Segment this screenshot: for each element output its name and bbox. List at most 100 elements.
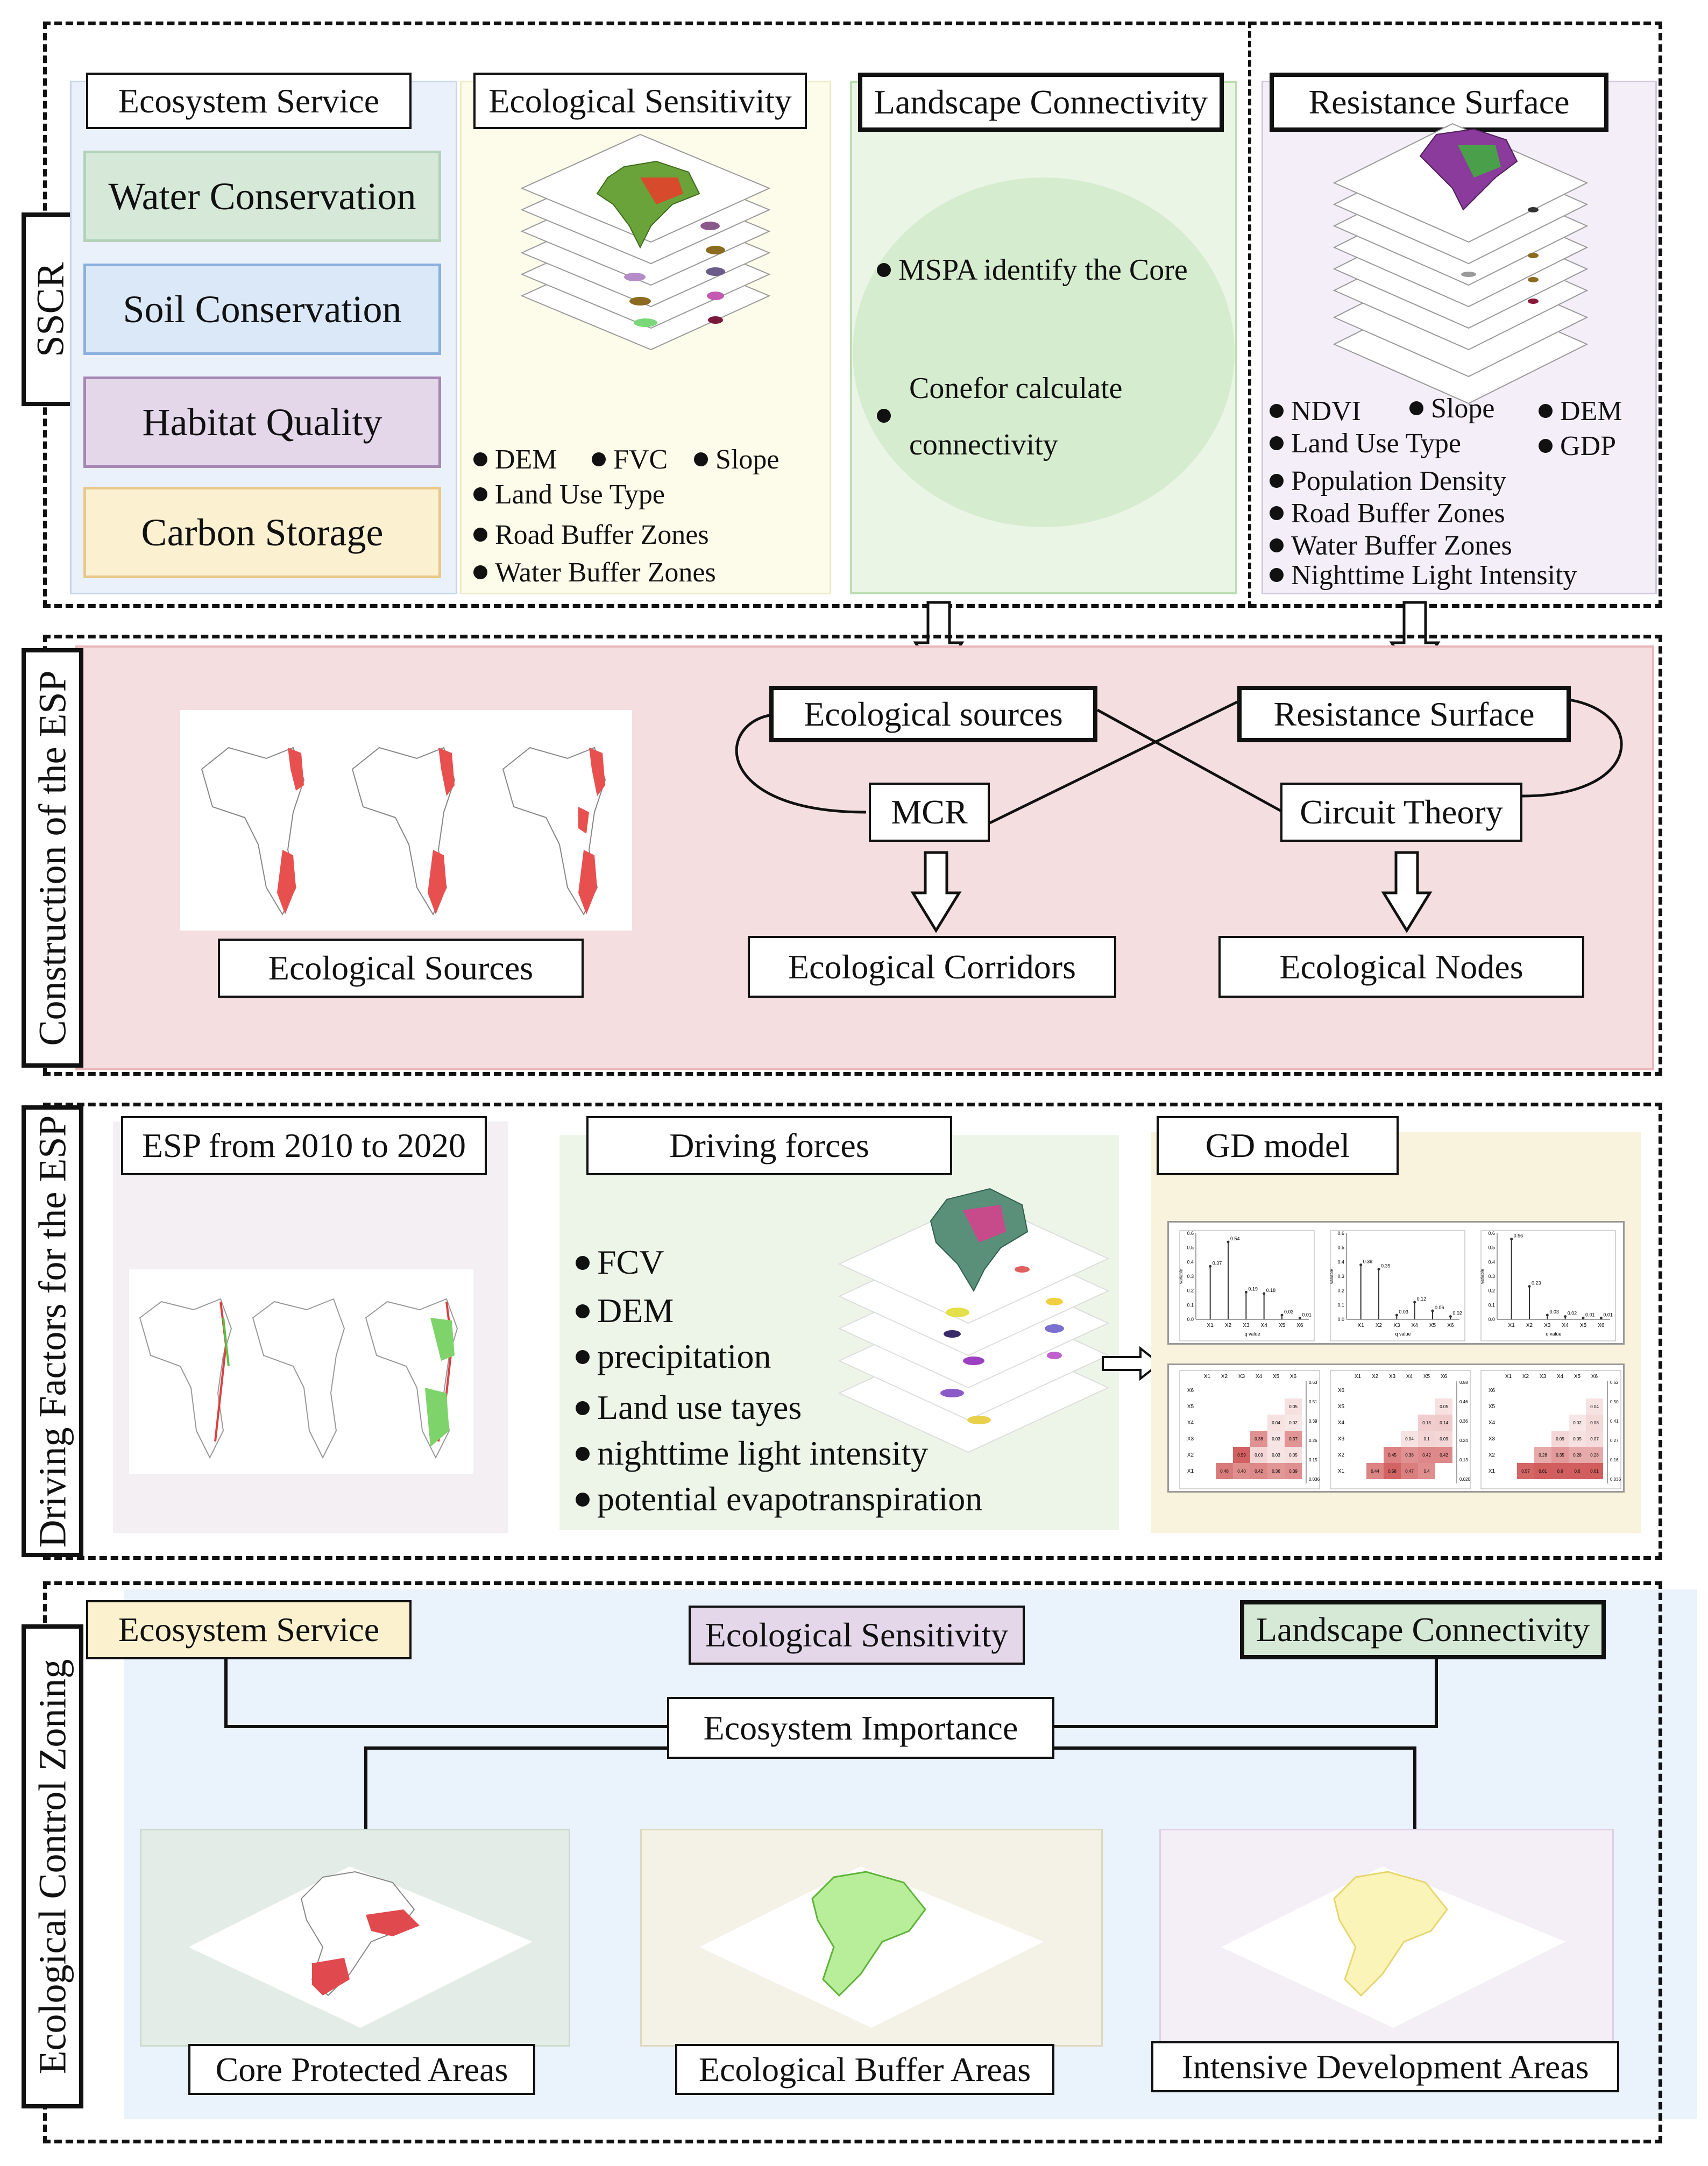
gd-matrix-cell-value: 0.04: [1272, 1421, 1280, 1425]
zone-ecological-buffer: Ecological Buffer Areas: [675, 2044, 1054, 2095]
gd-matrix-cell: [1401, 1431, 1418, 1447]
gd-bar-ytick: 0.5: [1488, 1245, 1495, 1251]
gd-matrix-cell: [1418, 1463, 1435, 1479]
gd-bar-value-label: 0.56: [1514, 1233, 1523, 1239]
gd-matrix-cell: [1551, 1447, 1569, 1463]
gd-matrix-cell: [1435, 1431, 1452, 1447]
sscr-divider: [1248, 22, 1251, 608]
ecological-sources-maps: [180, 710, 632, 931]
gd-matrix-cell: [1586, 1398, 1603, 1415]
gd-bar-point: [1227, 1240, 1230, 1244]
out-ecological-sources: Ecological Sources: [218, 939, 584, 998]
construction-loop-lines: [735, 698, 1623, 830]
gd-matrix-cell: [1250, 1431, 1267, 1447]
resistance-factor-nighttime: Nighttime Light Intensity: [1270, 559, 1577, 591]
gd-bar-xtick: X5: [1279, 1323, 1286, 1329]
gd-bar-ylabel: variable: [1329, 1268, 1334, 1284]
gd-matrix-cell-value: 0.42: [1255, 1469, 1263, 1474]
gd-bar-value-label: 0.18: [1266, 1288, 1276, 1293]
gd-matrix-cell-value: 0.40: [1237, 1469, 1246, 1474]
gd-matrix-cell: [1586, 1415, 1603, 1431]
gd-bar-value-label: 0.03: [1549, 1309, 1559, 1315]
gd-matrix-col-label: X3: [1389, 1374, 1396, 1380]
gd-matrix-cell-value: 0.6: [1574, 1469, 1581, 1474]
sensitivity-factor-water-buffer: Water Buffer Zones: [473, 557, 716, 588]
gd-bar-ytick: 0.0: [1337, 1317, 1344, 1322]
connectivity-item-mspa: MSPA identify the Core: [877, 253, 1188, 287]
resistance-factor-road-buffer: Road Buffer Zones: [1270, 498, 1505, 529]
gd-matrix-scale-label: 0.24: [1459, 1438, 1468, 1443]
gd-matrix-scale-label: 0.26: [1309, 1438, 1317, 1443]
landscape-connectivity-title: Landscape Connectivity: [858, 73, 1224, 132]
gd-matrix-cell: [1285, 1415, 1302, 1431]
gd-matrix-col-label: X6: [1591, 1374, 1598, 1380]
gd-matrix-col-label: X4: [1256, 1374, 1263, 1380]
gd-bar-ytick: 0.4: [1337, 1259, 1344, 1265]
gd-matrix-cell-value: 0.4: [1423, 1469, 1430, 1474]
gd-matrix-cell: [1233, 1463, 1250, 1479]
gd-matrix-cell-value: 0.04: [1405, 1437, 1414, 1441]
gd-bar-value-label: 0.03: [1399, 1309, 1408, 1315]
gd-matrix-cell-value: 0.59: [1237, 1453, 1246, 1458]
gd-matrix-cell: [1551, 1463, 1569, 1479]
box-circuit-theory: Circuit Theory: [1280, 783, 1522, 842]
water-conservation-item: Water Conservation: [83, 151, 441, 242]
zoning-ecosystem-service: Ecosystem Service: [86, 1600, 412, 1659]
gd-bar-xtick: X3: [1243, 1323, 1250, 1329]
gd-bar-value-label: 0.37: [1213, 1260, 1222, 1266]
gd-matrix-col-label: X4: [1557, 1374, 1564, 1380]
gd-matrix-cell-value: 0.47: [1405, 1469, 1414, 1474]
force-fcv: FCV: [576, 1242, 664, 1282]
gd-matrix-cell: [1586, 1431, 1603, 1447]
gd-bar-value-label: 0.12: [1417, 1296, 1427, 1302]
sensitivity-factor-land-use: Land Use Type: [473, 479, 665, 510]
driving-layer-stack: [838, 1188, 1110, 1453]
down-arrow-mcr: [910, 851, 962, 933]
gd-bar-xlabel: q value: [1546, 1331, 1561, 1337]
resistance-factor-dem: DEM: [1539, 395, 1622, 427]
gd-matrix-cell: [1366, 1463, 1384, 1479]
gd-matrix-cell: [1401, 1463, 1418, 1479]
gd-matrix-cell: [1267, 1463, 1285, 1479]
gd-matrix-cell: [1569, 1463, 1586, 1479]
gd-matrix-cell: [1586, 1447, 1603, 1463]
gd-matrix-cell-value: 0.42: [1440, 1453, 1448, 1458]
zone-intensive-development: Intensive Development Areas: [1151, 2041, 1619, 2092]
gd-matrix-cell: [1551, 1431, 1569, 1447]
gd-bar-value-label: 0.02: [1452, 1311, 1462, 1316]
gd-bar-value-label: 0.01: [1603, 1312, 1613, 1317]
gd-matrix-col-label: X1: [1505, 1374, 1512, 1380]
gd-matrix-cell: [1233, 1447, 1250, 1463]
gd-bar-xtick: X6: [1447, 1323, 1454, 1329]
gd-matrix-cell-value: 0.36: [1272, 1469, 1280, 1474]
gd-matrix-col-label: X3: [1238, 1374, 1245, 1380]
gd-matrix-scale-label: 0.50: [1610, 1400, 1619, 1404]
sensitivity-factor-dem: DEM: [473, 444, 557, 475]
ecological-sensitivity-title: Ecological Sensitivity: [473, 73, 807, 129]
gd-bar-ytick: 0.2: [1337, 1288, 1344, 1294]
gd-bar-point: [1395, 1313, 1398, 1317]
gd-matrix-row-label: X6: [1489, 1388, 1496, 1394]
gd-bar-xtick: X2: [1526, 1323, 1533, 1329]
gd-bar-ytick: 0.5: [1187, 1245, 1194, 1251]
gd-matrix-cell-value: 0.03: [1272, 1453, 1280, 1458]
gd-matrix-cell-value: 0.05: [1573, 1437, 1582, 1441]
gd-bar-xtick: X1: [1207, 1323, 1214, 1329]
gd-matrix-cell-value: 0.38: [1255, 1437, 1263, 1441]
gd-bar-point: [1564, 1315, 1567, 1318]
gd-bar-ytick: 0.4: [1187, 1259, 1194, 1265]
gd-bar-ytick: 0.2: [1488, 1288, 1495, 1294]
gd-matrix-cell: [1216, 1463, 1233, 1479]
resistance-factor-population: Population Density: [1270, 465, 1506, 497]
gd-matrix-cell-value: 0.05: [1289, 1404, 1298, 1409]
sensitivity-layer-stack: [520, 133, 771, 351]
box-mcr: MCR: [869, 783, 990, 842]
gd-matrix-cell: [1517, 1463, 1534, 1479]
gd-matrix-row-label: X1: [1489, 1468, 1496, 1474]
gd-bar-xtick: X6: [1296, 1323, 1303, 1329]
intensive-development-map: [1221, 1866, 1565, 2028]
gd-bar-xtick: X1: [1358, 1323, 1365, 1329]
gd-bar-value-label: 0.19: [1248, 1286, 1258, 1291]
gd-matrix-cell: [1435, 1447, 1452, 1463]
